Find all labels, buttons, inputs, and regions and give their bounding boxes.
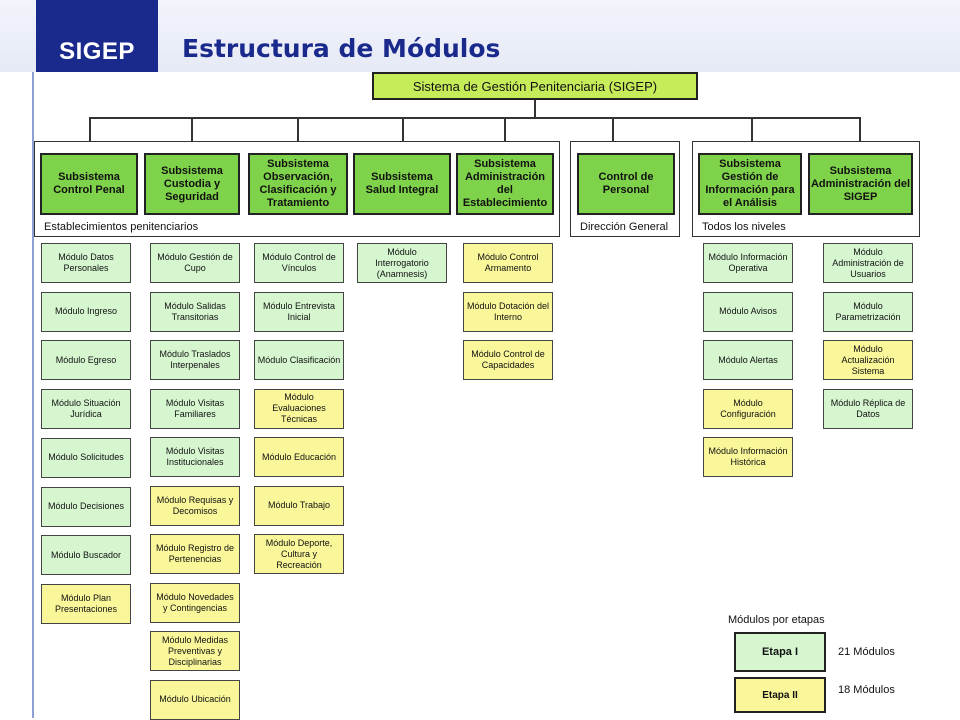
module-box: Módulo Información Histórica [703, 437, 793, 477]
module-box: Módulo Control Armamento [463, 243, 553, 283]
module-box: Módulo Traslados Interpenales [150, 340, 240, 380]
module-box: Módulo Control de Vínculos [254, 243, 344, 283]
subsystem-connector [612, 117, 614, 153]
module-box: Módulo Trabajo [254, 485, 344, 526]
module-box: Módulo Visitas Familiares [150, 388, 240, 429]
root-node: Sistema de Gestión Penitenciaria (SIGEP) [372, 72, 698, 100]
module-box: Módulo Egreso [41, 340, 131, 381]
module-box: Módulo Clasificación [254, 340, 344, 380]
module-box: Módulo Registro de Pertenencias [150, 534, 240, 574]
subsystem-connector [297, 117, 299, 153]
branch-connector [90, 117, 860, 119]
module-box: Módulo Información Operativa [703, 243, 793, 283]
module-box: Módulo Réplica de Datos [823, 388, 913, 429]
subsystem-box: Control de Personal [577, 153, 675, 215]
left-divider [32, 72, 34, 718]
module-box: Módulo Administración de Usuarios [823, 243, 913, 283]
module-box: Módulo Requisas y Decomisos [150, 485, 240, 526]
module-box: Módulo Visitas Institucionales [150, 437, 240, 477]
module-box: Módulo Dotación del Interno [463, 291, 553, 332]
module-box: Módulo Alertas [703, 340, 793, 380]
subsystem-box: Subsistema Administración del SIGEP [808, 153, 913, 215]
module-box: Módulo Situación Jurídica [41, 389, 131, 430]
legend-title: Módulos por etapas [728, 614, 825, 626]
subsystem-connector [402, 117, 404, 153]
group-label: Dirección General [580, 221, 669, 233]
module-box: Módulo Deporte, Cultura y Recreación [254, 534, 344, 574]
module-box: Módulo Configuración [703, 388, 793, 429]
module-box: Módulo Datos Personales [41, 243, 131, 283]
subsystem-connector [89, 117, 91, 153]
module-box: Módulo Medidas Preventivas y Disciplinar… [150, 631, 240, 671]
legend-stage1-box: Etapa I [734, 632, 826, 672]
module-box: Módulo Buscador [41, 535, 131, 576]
module-box: Módulo Novedades y Contingencias [150, 582, 240, 623]
subsystem-connector [191, 117, 193, 153]
page-title: Estructura de Módulos [182, 34, 501, 63]
module-box: Módulo Interrogatorio (Anamnesis) [357, 243, 447, 283]
module-box: Módulo Gestión de Cupo [150, 243, 240, 283]
module-box: Módulo Educación [254, 437, 344, 477]
legend-stage2-box: Etapa II [734, 677, 826, 713]
module-box: Módulo Evaluaciones Técnicas [254, 388, 344, 429]
module-box: Módulo Decisiones [41, 486, 131, 527]
subsystem-box: Subsistema Custodia y Seguridad [144, 153, 240, 215]
header-background [0, 0, 960, 72]
group-label: Establecimientos penitenciarios [44, 221, 199, 233]
module-box: Módulo Ingreso [41, 291, 131, 332]
module-box: Módulo Entrevista Inicial [254, 291, 344, 332]
subsystem-box: Subsistema Administración del Establecim… [456, 153, 554, 215]
module-box: Módulo Salidas Transitorias [150, 291, 240, 332]
legend-stage1-count: 21 Módulos [838, 646, 895, 658]
subsystem-connector [751, 117, 753, 153]
module-box: Módulo Avisos [703, 291, 793, 332]
module-box: Módulo Actualización Sistema [823, 340, 913, 380]
subsystem-connector [859, 117, 861, 153]
module-box: Módulo Plan Presentaciones [41, 583, 131, 624]
subsystem-box: Subsistema Salud Integral [353, 153, 451, 215]
module-box: Módulo Control de Capacidades [463, 340, 553, 380]
group-label: Todos los niveles [702, 221, 786, 233]
subsystem-box: Subsistema Gestión de Información para e… [698, 153, 802, 215]
module-box: Módulo Ubicación [150, 679, 240, 720]
sigep-logo: SIGEP [36, 0, 158, 72]
module-box: Módulo Parametrización [823, 291, 913, 332]
root-connector [534, 100, 536, 118]
subsystem-box: Subsistema Control Penal [40, 153, 138, 215]
legend-stage2-count: 18 Módulos [838, 684, 895, 696]
module-box: Módulo Solicitudes [41, 437, 131, 478]
subsystem-box: Subsistema Observación, Clasificación y … [248, 153, 348, 215]
subsystem-connector [504, 117, 506, 153]
